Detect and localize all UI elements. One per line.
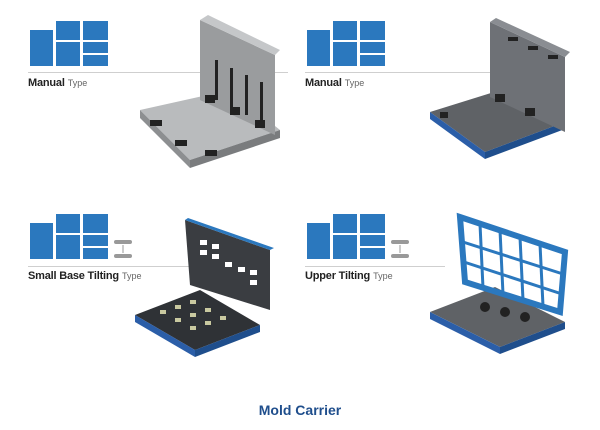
manual-mold-carrier-image: [140, 15, 280, 168]
panel-upper-tilting-type: Upper Tilting Type: [305, 213, 575, 393]
divider: [28, 72, 288, 73]
divider: [305, 72, 505, 73]
page-caption: Mold Carrier: [258, 402, 342, 418]
panel-small-base-tilting-type: Small Base Tilting Type: [28, 213, 298, 393]
type-label: Upper Tilting Type: [305, 270, 393, 282]
divider: [28, 266, 268, 267]
type-label: Manual Type: [28, 77, 88, 89]
panel-manual-type-1: Manual Type: [28, 20, 298, 200]
type-label: Small Base Tilting Type: [28, 270, 142, 282]
divider: [305, 266, 445, 267]
tilt-ibeam-icon: [114, 240, 132, 258]
tilt-ibeam-icon: [391, 240, 409, 258]
manual-mold-carrier-image-2: [430, 18, 570, 159]
type-label: Manual Type: [305, 77, 365, 89]
panel-manual-type-2: Manual Type: [305, 20, 575, 200]
small-base-tilting-carrier-image: [135, 218, 274, 357]
upper-tilting-carrier-image: [430, 212, 569, 354]
